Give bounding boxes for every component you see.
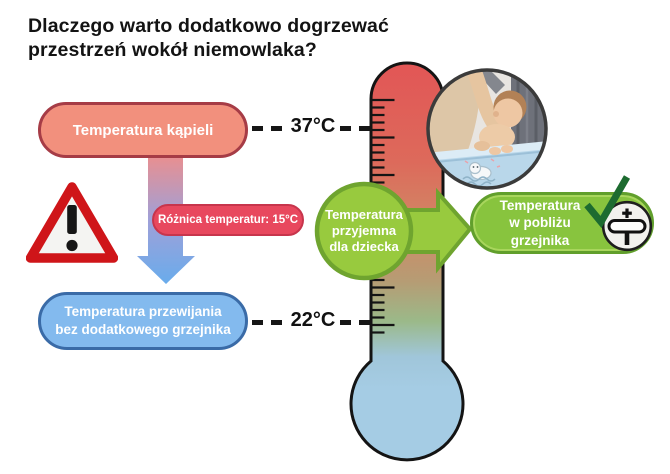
checkmark-icon [584, 175, 631, 228]
comfort-line2: przyjemna [331, 223, 397, 239]
changing-temperature-line1: Temperatura przewijania [64, 304, 222, 320]
baby-bath-photo [426, 68, 548, 190]
seal-cartoon [462, 158, 501, 187]
comfort-bubble-text: Temperatura przyjemna dla dziecka [316, 207, 412, 255]
dash-line-22-left [252, 320, 287, 325]
dash-line-37-right [340, 126, 377, 131]
heater-temperature-line2: w pobliżu grzejnika [509, 215, 571, 248]
changing-temperature-value: 22°C [290, 309, 336, 331]
radiator-valve-icon [601, 200, 653, 252]
bath-temperature-value: 37°C [290, 115, 336, 137]
warning-triangle-icon [26, 182, 118, 263]
dash-line-22-right [340, 320, 377, 325]
temperature-difference-label: Różnica temperatur: 15°C [157, 214, 299, 226]
dash-line-37-left [252, 126, 287, 131]
changing-temperature-line2: bez dodatkowego grzejnika [55, 322, 231, 337]
changing-temperature-box: Temperatura przewijania bez dodatkowego … [38, 292, 248, 350]
heater-temperature-line1: Temperatura [499, 197, 581, 213]
page-title: Dlaczego warto dodatkowo dogrzewać przes… [28, 15, 389, 62]
temperature-difference-badge: Różnica temperatur: 15°C [152, 204, 304, 236]
bath-temperature-label: Temperatura kąpieli [72, 121, 214, 139]
bath-temperature-box: Temperatura kąpieli [38, 102, 248, 158]
comfort-line3: dla dziecka [329, 239, 399, 255]
comfort-line1: Temperatura [325, 207, 403, 222]
comfort-bubble-arrow [314, 181, 473, 281]
